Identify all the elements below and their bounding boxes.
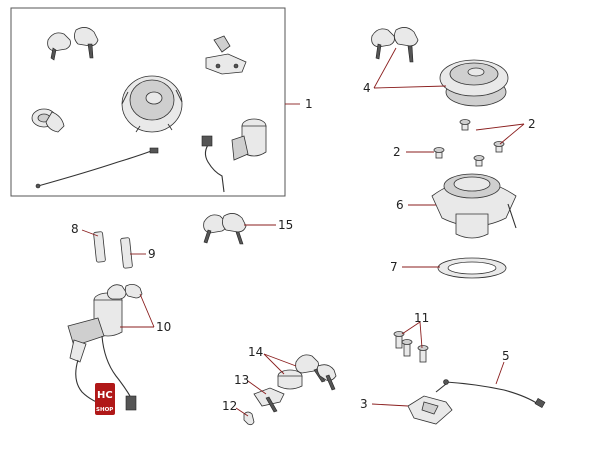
- leader-2a: [475, 123, 525, 131]
- bracket-item13: [253, 387, 285, 413]
- callout-3: 3: [360, 397, 368, 411]
- leader-4a: [373, 47, 397, 89]
- pins-item8-9: [93, 231, 133, 269]
- leader-10a: [139, 293, 155, 328]
- callout-11: 11: [414, 311, 429, 325]
- leader-2b: [499, 123, 525, 145]
- lock-item14: [277, 354, 337, 391]
- leader-14b: [263, 353, 285, 375]
- leader-11a: [401, 321, 421, 335]
- callout-7: 7: [390, 260, 398, 274]
- callout-14: 14: [248, 345, 263, 359]
- callout-2-right: 2: [528, 117, 536, 131]
- leader-3: [371, 403, 409, 407]
- keys-item4: [371, 27, 419, 63]
- callout-6: 6: [396, 198, 404, 212]
- ignition-lock-item10: [67, 284, 143, 415]
- logo-line2: SHOP: [96, 407, 113, 413]
- hc-shop-logo: HC SHOP: [95, 383, 115, 415]
- filler-neck-item6: [431, 173, 517, 239]
- callout-8: 8: [71, 222, 79, 236]
- leader-11b: [419, 321, 423, 349]
- callout-10: 10: [156, 320, 171, 334]
- release-cable-kit: [35, 147, 159, 189]
- leader-14a: [263, 353, 297, 367]
- logo-line1: HC: [97, 390, 113, 401]
- callout-12: 12: [222, 399, 237, 413]
- ignition-switch-kit: [201, 118, 267, 193]
- gasket-item7: [437, 257, 507, 279]
- leader-13: [247, 380, 267, 395]
- key-pair-kit: [47, 27, 99, 61]
- callout-5: 5: [502, 349, 510, 363]
- callout-9: 9: [148, 247, 156, 261]
- callout-15: 15: [278, 218, 293, 232]
- leader-5: [495, 361, 505, 385]
- callout-2-left: 2: [393, 145, 401, 159]
- leader-8: [81, 229, 99, 237]
- lock-bracket-kit: [205, 35, 247, 75]
- screws-item2: [433, 119, 505, 167]
- screws-item11: [393, 331, 429, 363]
- leader-12: [235, 407, 249, 417]
- keys-item15: [203, 213, 247, 245]
- callout-4: 4: [363, 81, 371, 95]
- callout-13: 13: [234, 373, 249, 387]
- kit-group-box: [10, 7, 286, 197]
- leader-4b: [373, 85, 447, 89]
- fuel-cap-kit: [121, 75, 183, 133]
- fuel-cap-item4: [439, 59, 509, 107]
- cable-item5: [443, 379, 546, 409]
- callout-1: 1: [305, 97, 313, 111]
- latch-item3: [407, 383, 453, 425]
- lock-cylinder-kit: [31, 108, 65, 133]
